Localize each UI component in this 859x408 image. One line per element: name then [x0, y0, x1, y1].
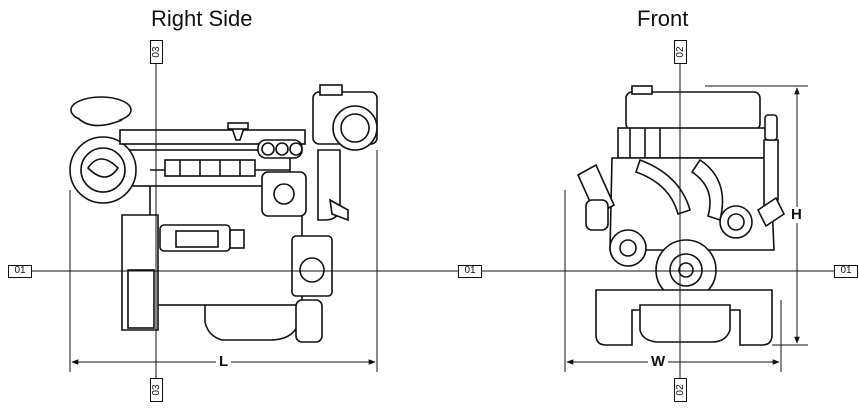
reference-lines: [28, 58, 836, 382]
height-label: H: [788, 207, 805, 223]
axis-01-tag-middle: 01: [458, 265, 482, 278]
axis-03-tag-bottom: 03: [150, 378, 163, 402]
front-view-title: Front: [637, 6, 689, 31]
front-engine: [576, 85, 786, 346]
length-label: L: [216, 354, 232, 370]
axis-02-tag-bottom: 02: [674, 378, 687, 402]
axis-03-tag-top: 03: [150, 40, 163, 64]
axis-02-tag-top: 02: [674, 40, 687, 64]
right-side-engine: [69, 84, 378, 343]
right-side-view-title: Right Side: [151, 6, 253, 31]
axis-01-tag-right: 01: [834, 265, 858, 278]
axis-01-tag-left: 01: [8, 265, 32, 278]
width-label: W: [648, 354, 669, 370]
